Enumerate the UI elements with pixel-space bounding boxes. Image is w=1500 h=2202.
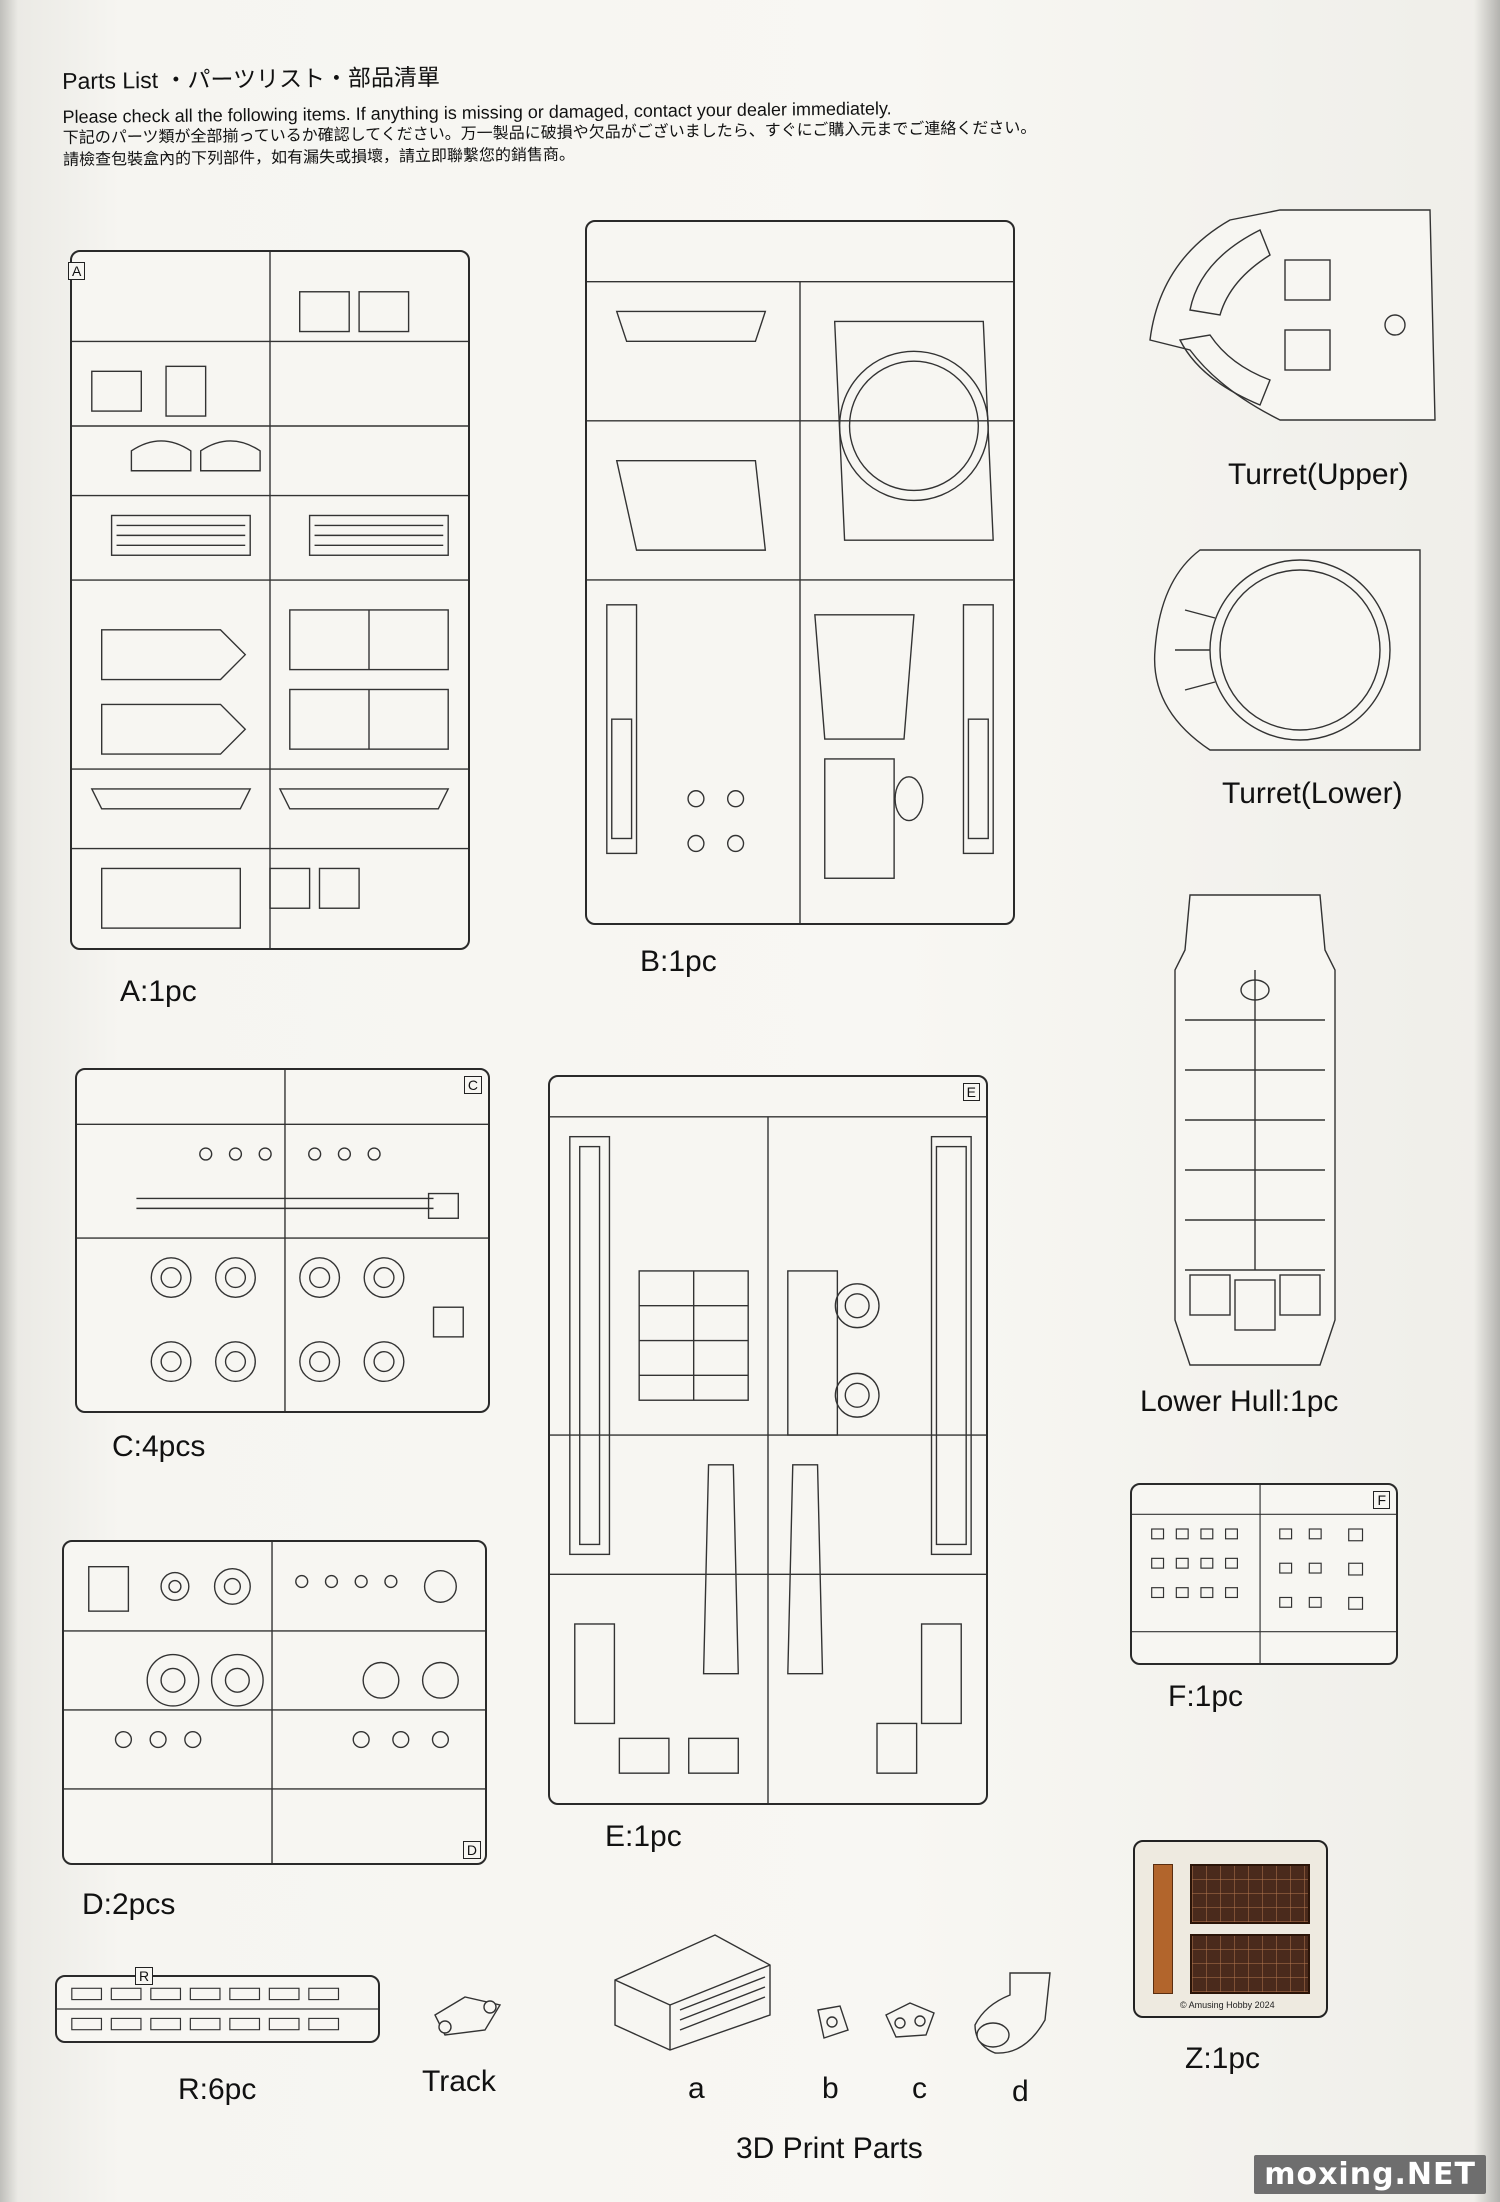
sprue-a-drawing — [72, 252, 468, 948]
label-sprue-d: D:2pcs — [82, 1888, 176, 1921]
page-title: Parts List ・パーツリスト・部品清單 — [62, 64, 441, 94]
label-3d-print-parts: 3D Print Parts — [736, 2132, 923, 2165]
print-part-d-drawing — [974, 1972, 1051, 2054]
label-sprue-e: E:1pc — [605, 1820, 682, 1853]
print-part-d — [965, 1965, 1060, 2060]
turret-upper-drawing — [1149, 209, 1436, 421]
label-sprue-r: R:6pc — [178, 2073, 257, 2106]
sprue-c-drawing — [77, 1070, 488, 1411]
label-track: Track — [422, 2065, 496, 2098]
sprue-f: F — [1130, 1483, 1398, 1665]
label-print-c: c — [912, 2072, 927, 2105]
track-link-drawing — [434, 1996, 502, 2036]
turret-lower-drawing — [1153, 549, 1421, 751]
print-part-c — [880, 1995, 940, 2045]
pe-strip — [1153, 1864, 1173, 1994]
sprue-a: A — [68, 250, 470, 950]
label-print-a: a — [688, 2072, 705, 2105]
sprue-letter-d: D — [462, 1841, 481, 1859]
print-part-b — [810, 2000, 855, 2045]
label-lower-hull: Lower Hull:1pc — [1140, 1385, 1339, 1418]
sprue-d-drawing — [64, 1542, 485, 1863]
sprue-r: R — [55, 1967, 380, 2043]
sprue-letter-e: E — [962, 1083, 980, 1101]
label-photo-etch-z: Z:1pc — [1185, 2042, 1261, 2075]
sprue-r-drawing — [57, 1987, 378, 2031]
lower-hull-drawing — [1174, 894, 1336, 1366]
label-sprue-a: A:1pc — [120, 975, 197, 1008]
page-shadow-left — [0, 0, 18, 2202]
sprue-letter-c: C — [463, 1076, 482, 1094]
print-part-a — [605, 1925, 775, 2055]
label-turret-upper: Turret(Upper) — [1228, 458, 1409, 491]
page-shadow-right — [1474, 0, 1500, 2202]
pe-copyright: © Amusing Hobby 2024 — [1180, 2000, 1275, 2010]
label-print-b: b — [822, 2072, 839, 2105]
sprue-e: E — [548, 1075, 988, 1805]
sprue-b — [585, 220, 1015, 925]
pe-grille-lower — [1190, 1934, 1310, 1994]
label-sprue-f: F:1pc — [1168, 1680, 1244, 1713]
sprue-letter-a: A — [68, 262, 86, 280]
sprue-b-drawing — [587, 280, 1013, 923]
pe-grille-upper — [1190, 1864, 1310, 1924]
turret-lower — [1140, 540, 1430, 760]
watermark: moxing.NET — [1254, 2155, 1486, 2194]
print-part-c-drawing — [885, 2002, 935, 2038]
track-link — [425, 1985, 510, 2045]
sprue-f-drawing — [1132, 1485, 1396, 1663]
sprue-letter-r: R — [135, 1967, 154, 1985]
print-part-a-drawing — [614, 1934, 771, 2051]
label-sprue-c: C:4pcs — [112, 1430, 206, 1463]
label-turret-lower: Turret(Lower) — [1222, 777, 1403, 810]
sprue-e-drawing — [550, 1116, 986, 1803]
sprue-letter-f: F — [1373, 1491, 1390, 1509]
parts-list-header: Parts List ・パーツリスト・部品清單 Please check all… — [62, 50, 1163, 172]
sprue-c: C — [75, 1068, 490, 1413]
print-part-b-drawing — [817, 2005, 849, 2039]
label-sprue-b: B:1pc — [640, 945, 717, 978]
label-print-d: d — [1012, 2075, 1029, 2108]
sprue-d: D — [62, 1540, 487, 1865]
turret-upper — [1140, 200, 1440, 430]
photo-etch-fret-z: © Amusing Hobby 2024 — [1133, 1840, 1328, 2018]
lower-hull — [1170, 890, 1340, 1370]
